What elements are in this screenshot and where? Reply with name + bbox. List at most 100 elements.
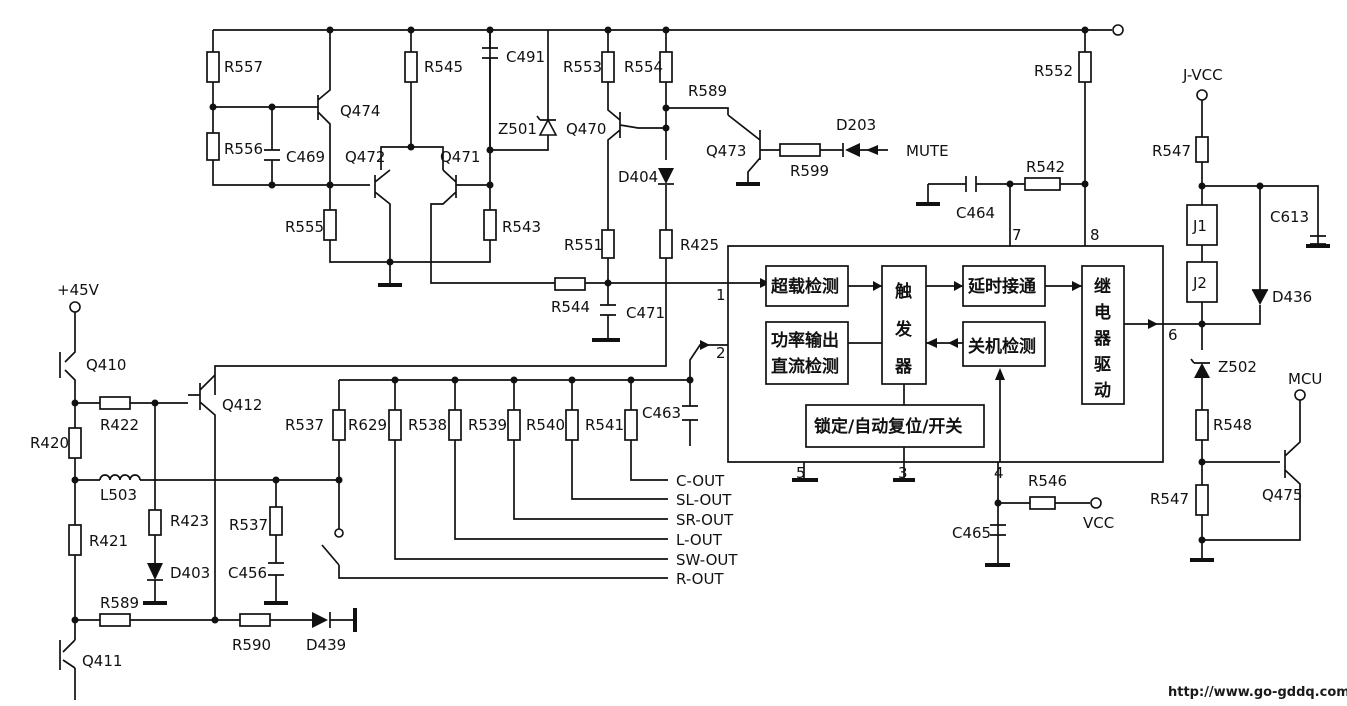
label-mute: MUTE: [906, 142, 949, 160]
label-c456: C456: [228, 564, 267, 582]
label-r546: R546: [1028, 472, 1067, 490]
pin-5: 5: [796, 464, 806, 482]
ground-symbols: [143, 182, 1330, 632]
label-c471: C471: [626, 304, 665, 322]
label-c613: C613: [1270, 208, 1309, 226]
wires: [59, 29, 1319, 700]
relay-driver-char-5: 动: [1094, 381, 1111, 401]
label-q410: Q410: [86, 356, 126, 374]
relay-driver-char-2: 电: [1094, 302, 1111, 323]
label-r547-top: R547: [1152, 142, 1191, 160]
relay-driver-char-1: 继: [1094, 276, 1111, 297]
pin-8: 8: [1090, 226, 1100, 244]
label-r555: R555: [285, 218, 324, 236]
label-r551: R551: [564, 236, 603, 254]
label-d436: D436: [1272, 288, 1312, 306]
label-r590: R590: [232, 636, 271, 654]
label-d439: D439: [306, 636, 346, 654]
label-q473: Q473: [706, 142, 746, 160]
label-r547-bottom: R547: [1150, 490, 1189, 508]
shutdown-detect-block: 关机检测: [968, 336, 1036, 357]
label-r-out: R-OUT: [676, 570, 724, 588]
label-r552: R552: [1034, 62, 1073, 80]
pin-2: 2: [716, 344, 726, 362]
label-r554: R554: [624, 58, 663, 76]
label-r542: R542: [1026, 158, 1065, 176]
label-r422: R422: [100, 416, 139, 434]
pin-4: 4: [994, 464, 1004, 482]
label-sw-out: SW-OUT: [676, 551, 738, 569]
label-r541: R541: [585, 416, 624, 434]
label-r545: R545: [424, 58, 463, 76]
label-c469: C469: [286, 148, 325, 166]
inductor-l503: [99, 474, 141, 481]
pin-6: 6: [1168, 326, 1178, 344]
label-l503: L503: [100, 486, 137, 504]
label-r629: R629: [348, 416, 387, 434]
label-mcu: MCU: [1288, 370, 1322, 388]
label-r537-left: R537: [229, 516, 268, 534]
relay-driver-char-3: 器: [1093, 329, 1112, 349]
watermark-url: http://www.go-gddq.com: [1168, 685, 1347, 700]
label-z501: Z501: [498, 120, 537, 138]
diodes: [147, 115, 1268, 628]
label-c464: C464: [956, 204, 995, 222]
label-j-vcc: J-VCC: [1182, 66, 1223, 84]
label-45v: +45V: [57, 281, 100, 299]
label-vcc: VCC: [1083, 514, 1114, 532]
label-r540: R540: [526, 416, 565, 434]
ic-blocks: [765, 265, 1125, 448]
power-dc-detect-line2: 直流检测: [771, 356, 839, 377]
terminals: [69, 24, 1306, 538]
label-r557: R557: [224, 58, 263, 76]
label-q474: Q474: [340, 102, 380, 120]
label-r599: R599: [790, 162, 829, 180]
component-labels: R557 R556 C469 Q474 R545 C491 Z501 Q472 …: [30, 48, 1322, 670]
label-r539: R539: [468, 416, 507, 434]
label-c-out: C-OUT: [676, 472, 725, 490]
relay-driver-char-4: 驱: [1094, 355, 1111, 375]
label-q411: Q411: [82, 652, 122, 670]
label-r544: R544: [551, 298, 590, 316]
label-q412: Q412: [222, 396, 262, 414]
pin-3: 3: [898, 464, 908, 482]
label-r421: R421: [89, 532, 128, 550]
trigger-char-3: 器: [894, 357, 913, 377]
junction-dots: [71, 26, 1264, 624]
label-sl-out: SL-OUT: [676, 491, 732, 509]
label-c463: C463: [642, 404, 681, 422]
label-r589-top: R589: [688, 82, 727, 100]
pin-7: 7: [1012, 226, 1022, 244]
lock-reset-switch-block: 锁定/自动复位/开关: [814, 416, 962, 437]
trigger-char-1: 触: [894, 281, 912, 302]
label-d404: D404: [618, 168, 658, 186]
label-r589-bottom: R589: [100, 594, 139, 612]
label-r538: R538: [408, 416, 447, 434]
label-l-out: L-OUT: [676, 531, 723, 549]
label-q470: Q470: [566, 120, 606, 138]
label-q472: Q472: [345, 148, 385, 166]
label-r420: R420: [30, 434, 69, 452]
label-z502: Z502: [1218, 358, 1257, 376]
power-dc-detect-line1: 功率输出: [771, 330, 839, 351]
signal-arrows: [700, 145, 1158, 380]
label-c491: C491: [506, 48, 545, 66]
pin-1: 1: [716, 286, 726, 304]
label-r543: R543: [502, 218, 541, 236]
label-r556: R556: [224, 140, 263, 158]
trigger-char-2: 发: [894, 319, 913, 340]
label-q475: Q475: [1262, 486, 1302, 504]
label-j1: J1: [1192, 217, 1207, 235]
delay-on-block: 延时接通: [967, 276, 1036, 297]
label-d203: D203: [836, 116, 876, 134]
label-q471: Q471: [440, 148, 480, 166]
label-r423: R423: [170, 512, 209, 530]
resistors: [68, 51, 1218, 627]
label-r553: R553: [563, 58, 602, 76]
label-d403: D403: [170, 564, 210, 582]
label-c465: C465: [952, 524, 991, 542]
label-sr-out: SR-OUT: [676, 511, 734, 529]
overload-detect-block: 超载检测: [771, 276, 839, 297]
label-r537-right: R537: [285, 416, 324, 434]
